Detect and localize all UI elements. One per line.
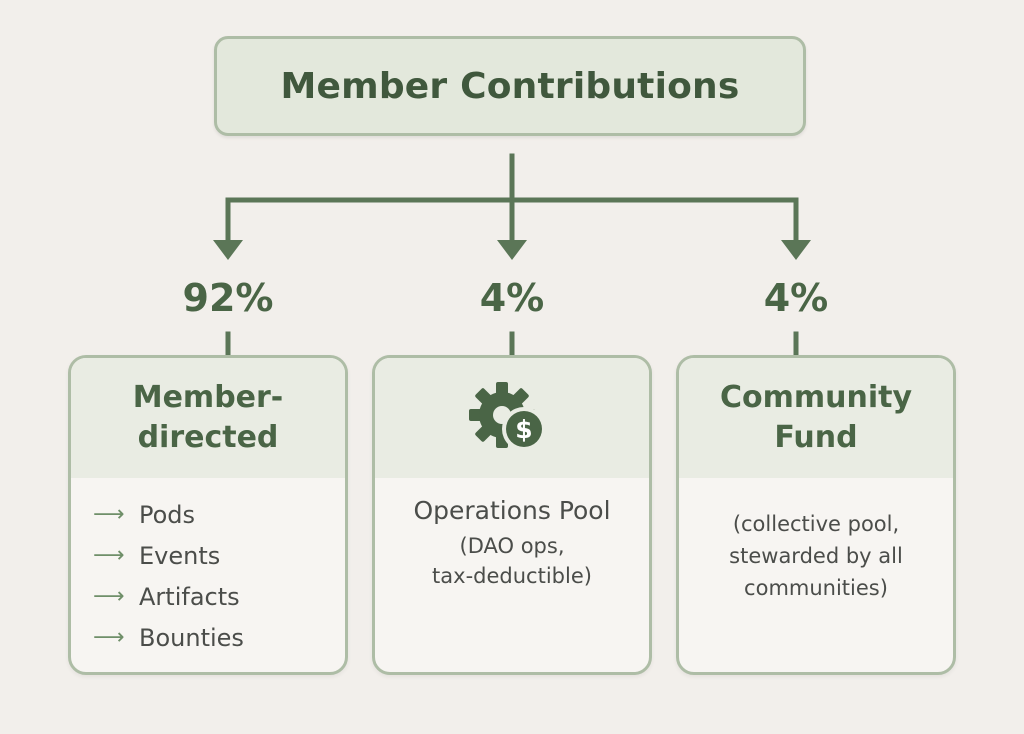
list-item: ⟶ Pods (93, 494, 345, 535)
card-header: $ (375, 358, 649, 478)
operations-pool-label: Operations Pool (413, 496, 611, 525)
list-item-label: Artifacts (139, 582, 240, 611)
heading-line-1: Member- (132, 380, 284, 415)
card-heading: Member- directed (133, 378, 284, 458)
description-line-1: (collective pool, (732, 512, 900, 536)
list-item: ⟶ Events (93, 535, 345, 576)
percent-member-directed: 92% (182, 276, 274, 320)
card-header: Member- directed (71, 358, 345, 478)
description-line-2: stewarded by all (729, 544, 903, 568)
community-fund-description: (collective pool, stewarded by all commu… (679, 508, 953, 604)
heading-line-2: Fund (774, 420, 858, 455)
gear-dollar-icon: $ (469, 382, 546, 451)
diagram-title: Member Contributions (280, 65, 740, 107)
heading-line-1: Community (719, 380, 913, 415)
arrow-right-icon: ⟶ (93, 543, 125, 568)
card-community-fund: Community Fund (collective pool, steward… (676, 355, 956, 675)
card-operations-pool: $ Operations Pool (DAO ops, tax-deductib… (372, 355, 652, 675)
arrow-right-icon: ⟶ (93, 502, 125, 527)
percent-community-fund: 4% (763, 276, 829, 320)
detail-line-1: (DAO ops, (459, 534, 565, 558)
list-item: ⟶ Bounties (93, 617, 345, 658)
list-item-label: Bounties (139, 623, 244, 652)
percent-operations-pool: 4% (479, 276, 545, 320)
operations-pool-detail: (DAO ops, tax-deductible) (375, 531, 649, 591)
list-item-label: Pods (139, 500, 196, 529)
description-line-3: communities) (744, 576, 888, 600)
card-header: Community Fund (679, 358, 953, 478)
list-item: ⟶ Artifacts (93, 576, 345, 617)
detail-line-2: tax-deductible) (432, 564, 592, 588)
title-box: Member Contributions (214, 36, 806, 136)
list-item-label: Events (139, 541, 221, 570)
card-heading: Community Fund (720, 378, 912, 458)
heading-line-2: directed (137, 420, 279, 455)
card-member-directed: Member- directed ⟶ Pods ⟶ Events ⟶ Artifact… (68, 355, 348, 675)
svg-text:$: $ (515, 415, 532, 444)
arrowhead-left (213, 240, 243, 260)
arrowhead-center (497, 240, 527, 260)
arrow-right-icon: ⟶ (93, 625, 125, 650)
allocation-list: ⟶ Pods ⟶ Events ⟶ Artifacts ⟶ Bounties (71, 478, 345, 658)
arrowhead-right (781, 240, 811, 260)
arrow-right-icon: ⟶ (93, 584, 125, 609)
